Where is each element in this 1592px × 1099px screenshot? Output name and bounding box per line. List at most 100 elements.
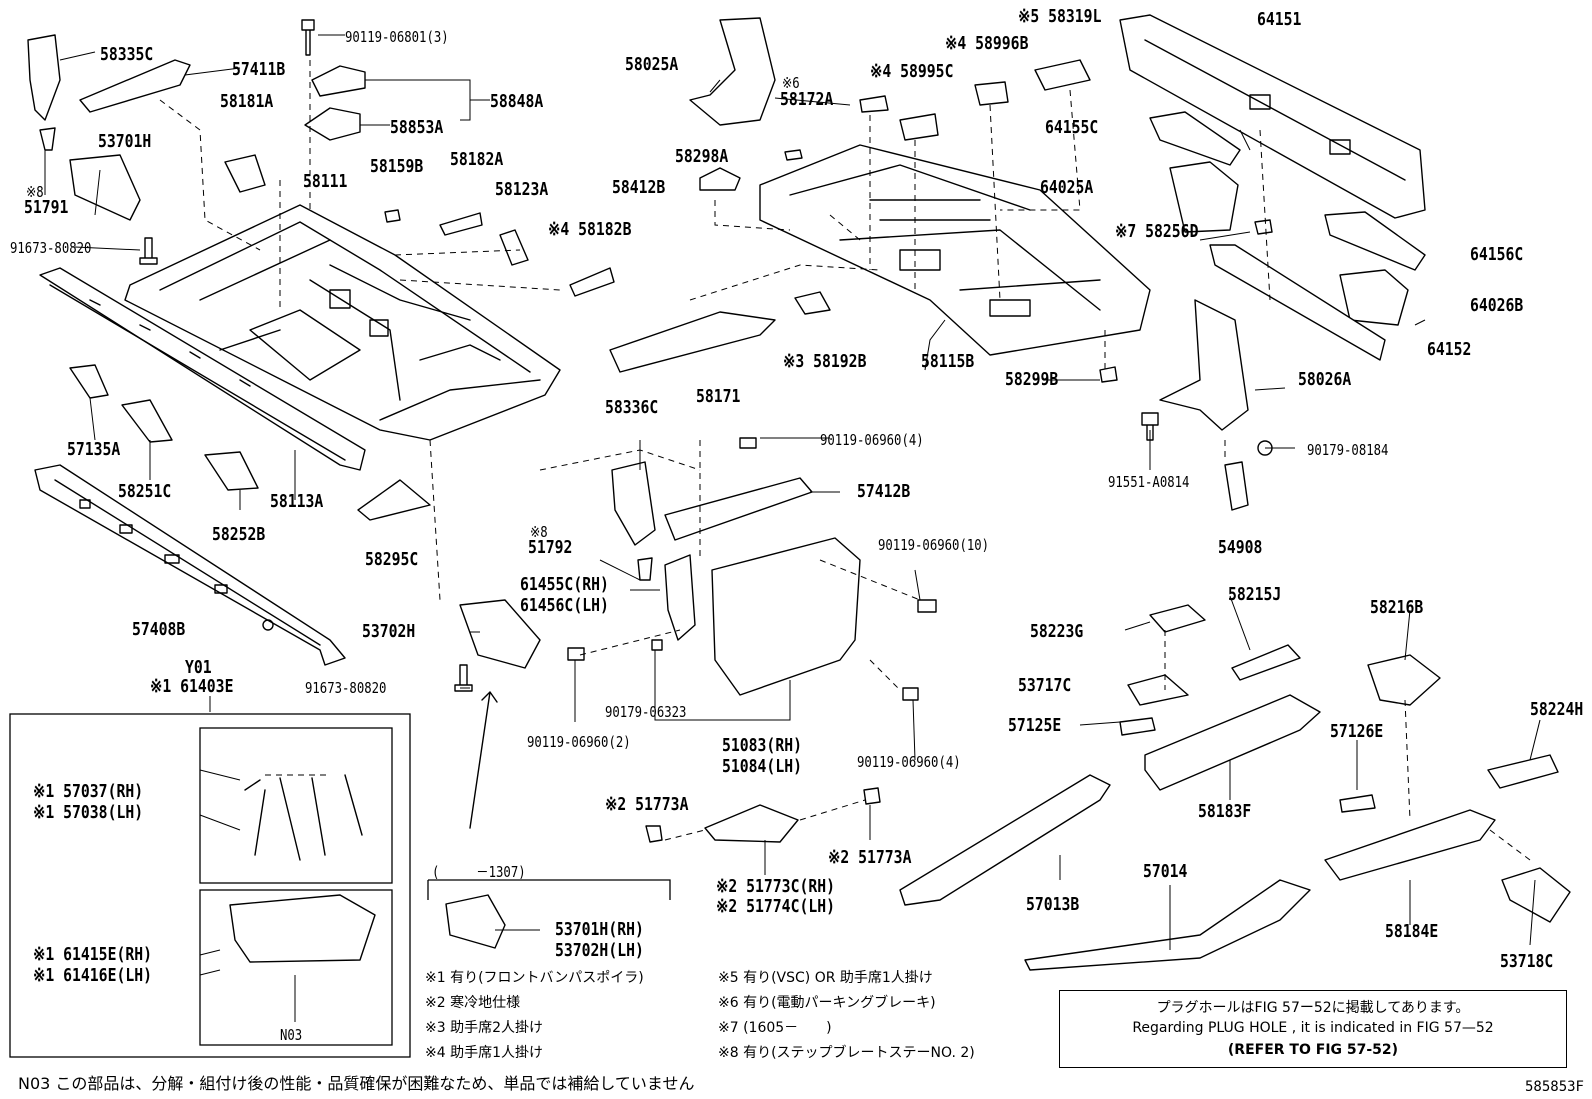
bracket-58252b	[204, 451, 259, 491]
bracket-58182a	[439, 212, 483, 236]
bracket-53702h	[459, 599, 541, 669]
bracket-58412b	[699, 167, 741, 191]
label-58026a: 58026A	[1298, 369, 1352, 390]
bracket-64155c	[1149, 111, 1241, 166]
label-51774c: ※2 51774C(LH)	[716, 896, 836, 917]
clip-58298a	[784, 149, 803, 161]
brace-58025a	[689, 17, 776, 126]
bolt-91551	[1141, 412, 1159, 441]
label-64025a: 64025A	[1040, 177, 1094, 198]
center-floor-58115b	[759, 144, 1151, 356]
bracket-57135a	[69, 364, 109, 399]
label-91551-a0814: 91551-A0814	[1108, 473, 1190, 491]
label-58159b: 58159B	[370, 156, 424, 177]
label-58115b: 58115B	[921, 351, 975, 372]
label-58335c: 58335C	[100, 44, 154, 65]
clip-51792	[637, 557, 653, 581]
label-58171: 58171	[696, 386, 741, 407]
bracket-53717c	[1127, 674, 1189, 706]
label-61415e: ※1 61415E(RH)	[33, 944, 153, 965]
label-58336c: 58336C	[605, 397, 659, 418]
bracket-51773c	[704, 804, 799, 843]
bracket-61455c	[664, 554, 696, 641]
label-58182a: 58182A	[450, 149, 504, 170]
front-floor-pan	[124, 204, 561, 441]
box-64025a	[1169, 161, 1239, 233]
label-58298a: 58298A	[675, 146, 729, 167]
label-57037: ※1 57037(RH)	[33, 781, 144, 802]
bracket-58181a	[224, 154, 266, 193]
bolt-90119-06960-2	[567, 647, 585, 661]
bracket-58216b	[1367, 654, 1441, 706]
label-y01: Y01	[185, 657, 212, 678]
label-57013b: 57013B	[1026, 894, 1080, 915]
dashed-guide-lines	[159, 60, 1531, 861]
figure-code: 585853F	[1524, 1079, 1584, 1095]
label-64155c: 64155C	[1045, 117, 1099, 138]
label-58113a: 58113A	[270, 491, 324, 512]
label-51792-note: ※8	[530, 523, 548, 541]
label-61416e: ※1 61416E(LH)	[33, 965, 153, 986]
label-54908: 54908	[1218, 537, 1263, 558]
label-64156c: 64156C	[1470, 244, 1524, 265]
label-58319l: ※5 58319L	[1018, 6, 1102, 27]
bolt-90119-06960-4b	[902, 687, 919, 701]
label-58256d: ※7 58256D	[1115, 221, 1199, 242]
front-cross-member	[39, 267, 366, 471]
label-53718c: 53718C	[1500, 951, 1554, 972]
label-90179-08184: 90179-08184	[1307, 441, 1389, 459]
label-58223g: 58223G	[1030, 621, 1084, 642]
cross-member-64152	[1209, 244, 1386, 361]
bracket-58251c	[121, 399, 173, 443]
label-51791-note: ※8	[26, 183, 44, 201]
bolt-91673-a	[139, 237, 158, 265]
bracket-58319l	[1034, 59, 1091, 91]
plate-58848a	[311, 65, 366, 97]
label-91673-80820-a: 91673-80820	[10, 239, 92, 257]
bracket-58182b	[569, 267, 615, 297]
stay-57037	[244, 774, 363, 861]
label-57125e: 57125E	[1008, 715, 1062, 736]
bracket-58192b	[794, 291, 831, 315]
note-2: ※2 寒冷地仕様	[425, 995, 521, 1011]
bolt-90119-06801	[301, 19, 315, 56]
label-58172a-note: ※6	[782, 74, 800, 92]
plate-58295c	[357, 479, 431, 521]
label-53702h-lh: 53702H(LH)	[555, 940, 644, 961]
info-line-2: Regarding PLUG HOLE , it is indicated in…	[1132, 1020, 1494, 1036]
rear-cross-member-64151	[1119, 14, 1426, 219]
label-51083: 51083(RH)	[722, 735, 802, 756]
label-51773c: ※2 51773C(RH)	[716, 876, 836, 897]
label-53701h-rh: 53701H(RH)	[555, 919, 644, 940]
label-58181a: 58181A	[220, 91, 274, 112]
label-57412b: 57412B	[857, 481, 911, 502]
label-58215j: 58215J	[1228, 584, 1282, 605]
bracket-58996b	[974, 81, 1009, 106]
label-58251c: 58251C	[118, 481, 172, 502]
clip-51773a-b	[863, 787, 881, 805]
info-line-3: (REFER TO FIG 57-52)	[1227, 1042, 1399, 1058]
rail-58184e	[1324, 809, 1496, 881]
label-53702h: 53702H	[362, 621, 416, 642]
label-57126e: 57126E	[1330, 721, 1384, 742]
label-90119-06960-2: 90119-06960(2)	[527, 733, 631, 751]
label-58848a: 58848A	[490, 91, 544, 112]
label-90119-06801: 90119-06801(3)	[345, 28, 449, 46]
label-58299b: 58299B	[1005, 369, 1059, 390]
bracket-58256d	[1254, 219, 1273, 235]
note-7: ※7 (1605－ )	[718, 1020, 832, 1036]
clip-58299b	[1099, 366, 1118, 383]
label-90119-06960-10: 90119-06960(10)	[878, 536, 990, 554]
label-61456c: 61456C(LH)	[520, 595, 609, 616]
label-53717c: 53717C	[1018, 675, 1072, 696]
bracket-64156c	[1324, 211, 1426, 271]
info-line-1: プラグホールはFIG 57ー52に掲載してあります。	[1156, 1000, 1470, 1016]
label-58184e: 58184E	[1385, 921, 1439, 942]
nut-90179-06323	[651, 639, 663, 651]
bracket-58335c	[27, 34, 61, 121]
label-58295c: 58295C	[365, 549, 419, 570]
arrow-pointer	[469, 691, 498, 829]
label-58183f: 58183F	[1198, 801, 1252, 822]
pad-58159b	[384, 209, 401, 223]
